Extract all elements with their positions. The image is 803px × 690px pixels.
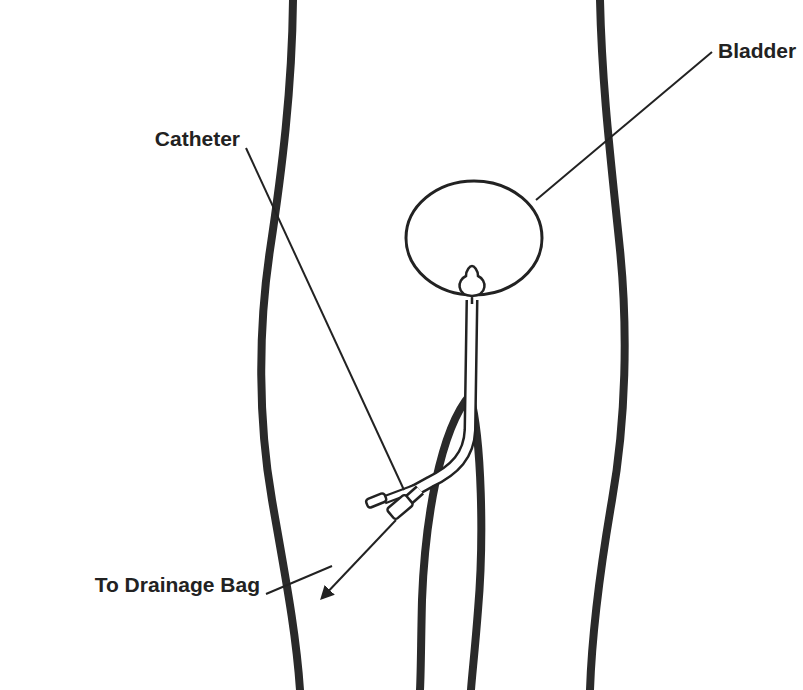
- catheter-balloon: [460, 266, 485, 304]
- body-outline-left: [261, 0, 300, 690]
- drain-connector: [386, 494, 413, 520]
- leader-line: [246, 148, 404, 490]
- leader-line: [266, 566, 332, 594]
- drainage-arrow: [322, 520, 396, 598]
- part-label: Bladder: [718, 38, 796, 63]
- catheter-tube-outer: [412, 300, 472, 492]
- catheter-tube-inner: [412, 300, 472, 492]
- part-label: Catheter: [155, 126, 240, 151]
- body-outline-right: [590, 0, 625, 690]
- leader-line: [536, 52, 712, 200]
- part-label: To Drainage Bag: [95, 572, 260, 597]
- inflation-valve: [365, 493, 387, 509]
